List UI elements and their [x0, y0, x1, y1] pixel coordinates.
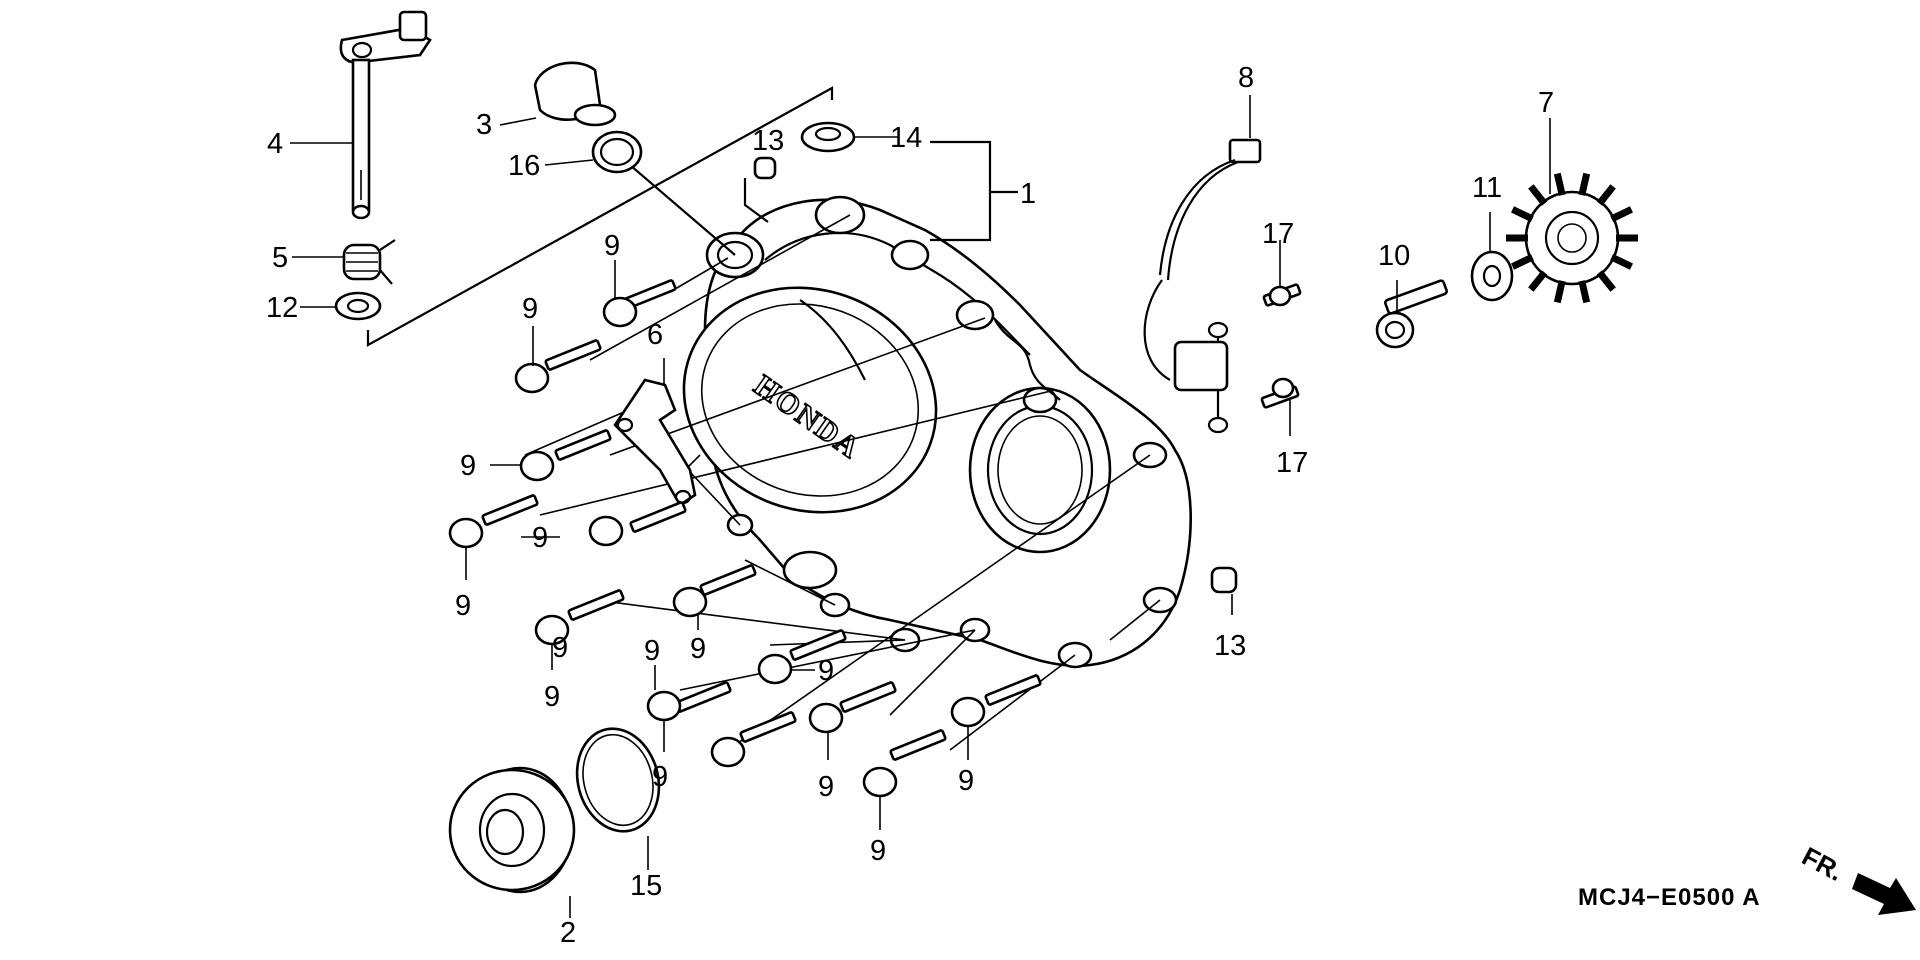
- pulser-rotor: [1506, 172, 1638, 304]
- label-9m: 9: [958, 765, 974, 797]
- part-labels: 1 2 3 4 5 6 7 8 9 9 9 9 9 9 9 9 9 9 9 9 …: [266, 62, 1554, 949]
- bolt-9l: [862, 729, 947, 798]
- bracket-6: [613, 378, 697, 507]
- label-8: 8: [1238, 62, 1254, 94]
- bolt-10: [1375, 279, 1448, 349]
- label-9k: 9: [818, 771, 834, 803]
- bolt-9g: [672, 564, 757, 618]
- label-11: 11: [1472, 172, 1502, 204]
- return-spring: [342, 239, 396, 285]
- label-9b: 9: [522, 293, 538, 325]
- label-9l: 9: [870, 835, 886, 867]
- rotor-tooth: [1528, 184, 1548, 206]
- label-12: 12: [266, 292, 298, 324]
- sensor-8: [1143, 138, 1262, 434]
- label-4: 4: [267, 128, 283, 160]
- rotor-tooth: [1553, 280, 1566, 304]
- bolt-9-group: [448, 279, 1042, 798]
- front-direction-indicator: FR.: [1797, 841, 1916, 915]
- seal-14: [800, 121, 856, 153]
- rotor-tooth: [1528, 270, 1548, 292]
- front-arrow-icon: [1852, 873, 1916, 915]
- label-17-top: 17: [1262, 218, 1294, 250]
- washer-12: [334, 291, 382, 321]
- label-14: 14: [890, 122, 922, 154]
- label-17-bottom: 17: [1276, 447, 1308, 479]
- bolt-9d: [448, 494, 539, 549]
- label-9a: 9: [604, 230, 620, 262]
- label-15: 15: [630, 870, 662, 902]
- bolt-9e: [588, 501, 687, 547]
- bolt-17-top: [1262, 283, 1302, 307]
- crankcase-cover: [682, 195, 1192, 669]
- label-9e: 9: [532, 522, 548, 554]
- bolt-9c: [519, 429, 612, 482]
- front-label: FR.: [1797, 841, 1848, 887]
- dowel-pin-right: [1210, 566, 1238, 594]
- o-ring-16: [591, 130, 643, 174]
- label-9h: 9: [690, 633, 706, 665]
- bolt-9b: [514, 339, 602, 394]
- washer-11: [1470, 250, 1514, 302]
- shift-arm: [339, 10, 432, 220]
- rotor-tooth: [1511, 206, 1534, 223]
- label-9j: 9: [652, 761, 668, 793]
- plug-2: [448, 766, 576, 894]
- bolt-9a: [602, 279, 677, 328]
- label-9f: 9: [544, 681, 560, 713]
- rotor-tooth: [1596, 184, 1616, 206]
- label-9i: 9: [818, 655, 834, 687]
- rotor-tooth: [1610, 253, 1633, 270]
- bolt-9m: [950, 674, 1042, 728]
- bolt-9f: [534, 589, 625, 646]
- bolt-9j: [710, 711, 797, 768]
- label-9g: 9: [644, 635, 660, 667]
- rotor-tooth: [1578, 280, 1591, 304]
- label-13-top: 13: [752, 125, 784, 157]
- bolt-17-bottom: [1260, 377, 1300, 409]
- label-10: 10: [1378, 240, 1410, 272]
- rotor-tooth: [1596, 270, 1616, 292]
- label-16: 16: [508, 150, 540, 182]
- label-13-right: 13: [1214, 630, 1246, 662]
- rotor-tooth: [1610, 206, 1633, 223]
- label-3: 3: [476, 109, 492, 141]
- label-6: 6: [647, 319, 663, 351]
- label-2: 2: [560, 917, 576, 949]
- label-9n: 9: [552, 632, 568, 664]
- label-7: 7: [1538, 87, 1554, 119]
- bolt-9k: [808, 681, 897, 734]
- o-ring-15: [575, 727, 661, 833]
- dowel-pin-top: [753, 156, 777, 180]
- rotor-tooth: [1511, 253, 1534, 270]
- label-1: 1: [1020, 178, 1036, 210]
- leader-lines: [366, 86, 1161, 751]
- diagram-code: MCJ4−E0500 A: [1578, 884, 1761, 911]
- label-9d: 9: [455, 590, 471, 622]
- bolt-9h: [757, 629, 847, 685]
- label-9c: 9: [460, 450, 476, 482]
- oil-filler-cap: [533, 61, 617, 127]
- rotor-tooth: [1553, 172, 1566, 196]
- label-5: 5: [272, 242, 288, 274]
- label-leaders: [290, 95, 1551, 918]
- rotor-tooth: [1578, 172, 1591, 196]
